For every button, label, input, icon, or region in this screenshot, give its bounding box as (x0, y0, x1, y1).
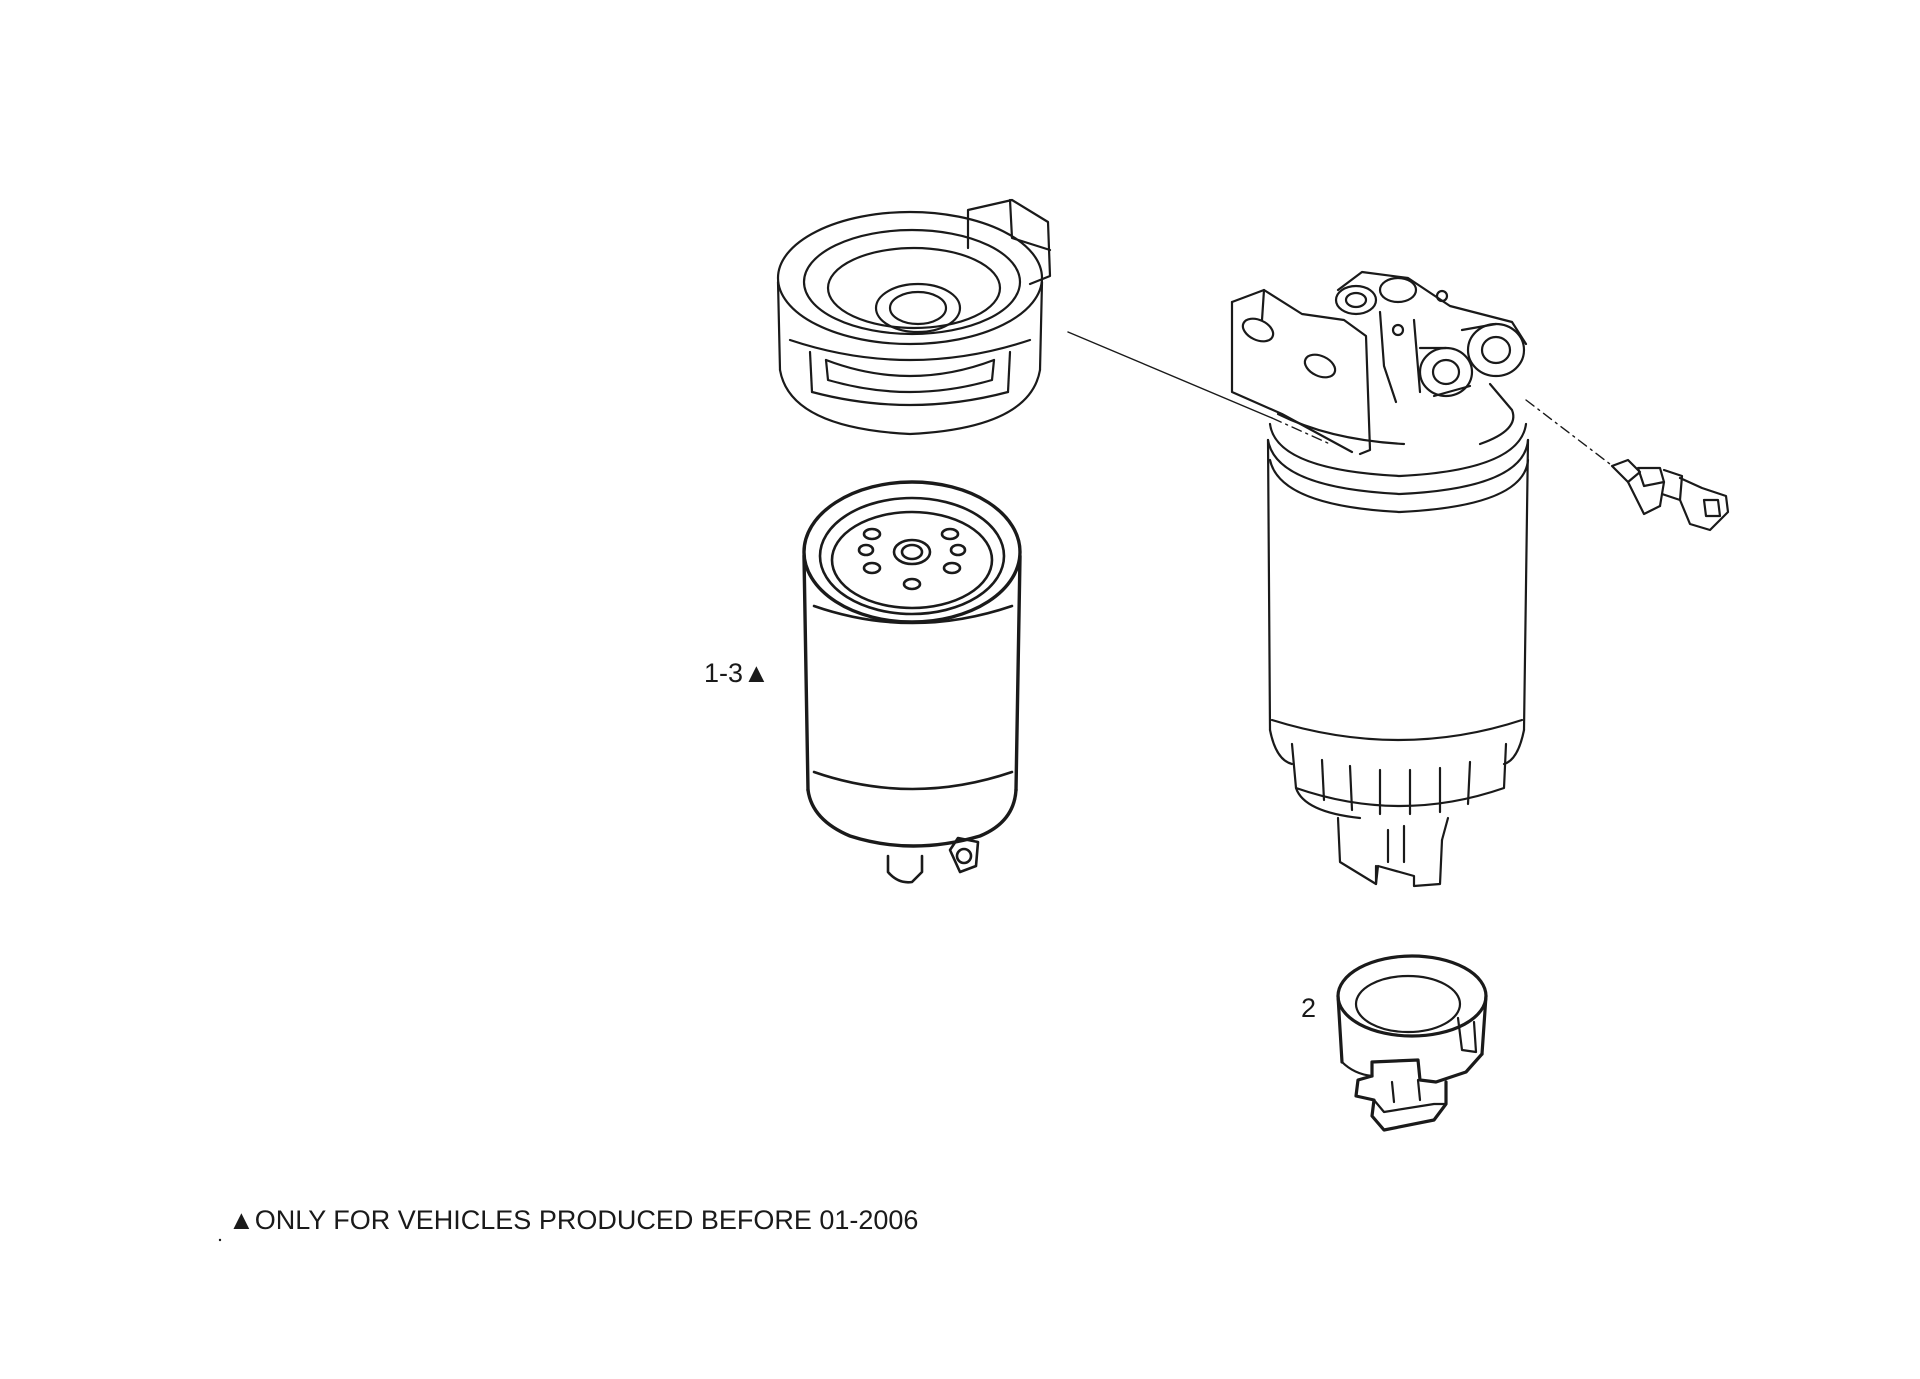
triangle-marker-icon: ▲ (228, 1205, 255, 1235)
stray-dot (218, 1238, 222, 1242)
callout-filter-element: 1-3▲ (704, 658, 770, 689)
callout-number: 1-3 (704, 658, 744, 688)
leader-lines (1067, 331, 1611, 465)
callout-water-sensor-cap: 2 (1301, 993, 1316, 1024)
water-sensor-cap-drawing (1336, 954, 1488, 1132)
triangle-marker-icon: ▲ (743, 658, 770, 688)
filter-element-drawing (802, 480, 1022, 884)
sensor-drawing (1610, 458, 1730, 532)
callout-number: 2 (1301, 993, 1317, 1023)
footnote: ▲ONLY FOR VEHICLES PRODUCED BEFORE 01-20… (228, 1205, 918, 1236)
footnote-text: ONLY FOR VEHICLES PRODUCED BEFORE 01-200… (254, 1205, 919, 1235)
filter-assembly-drawing (1230, 270, 1530, 888)
filter-cap-drawing (776, 198, 1052, 436)
